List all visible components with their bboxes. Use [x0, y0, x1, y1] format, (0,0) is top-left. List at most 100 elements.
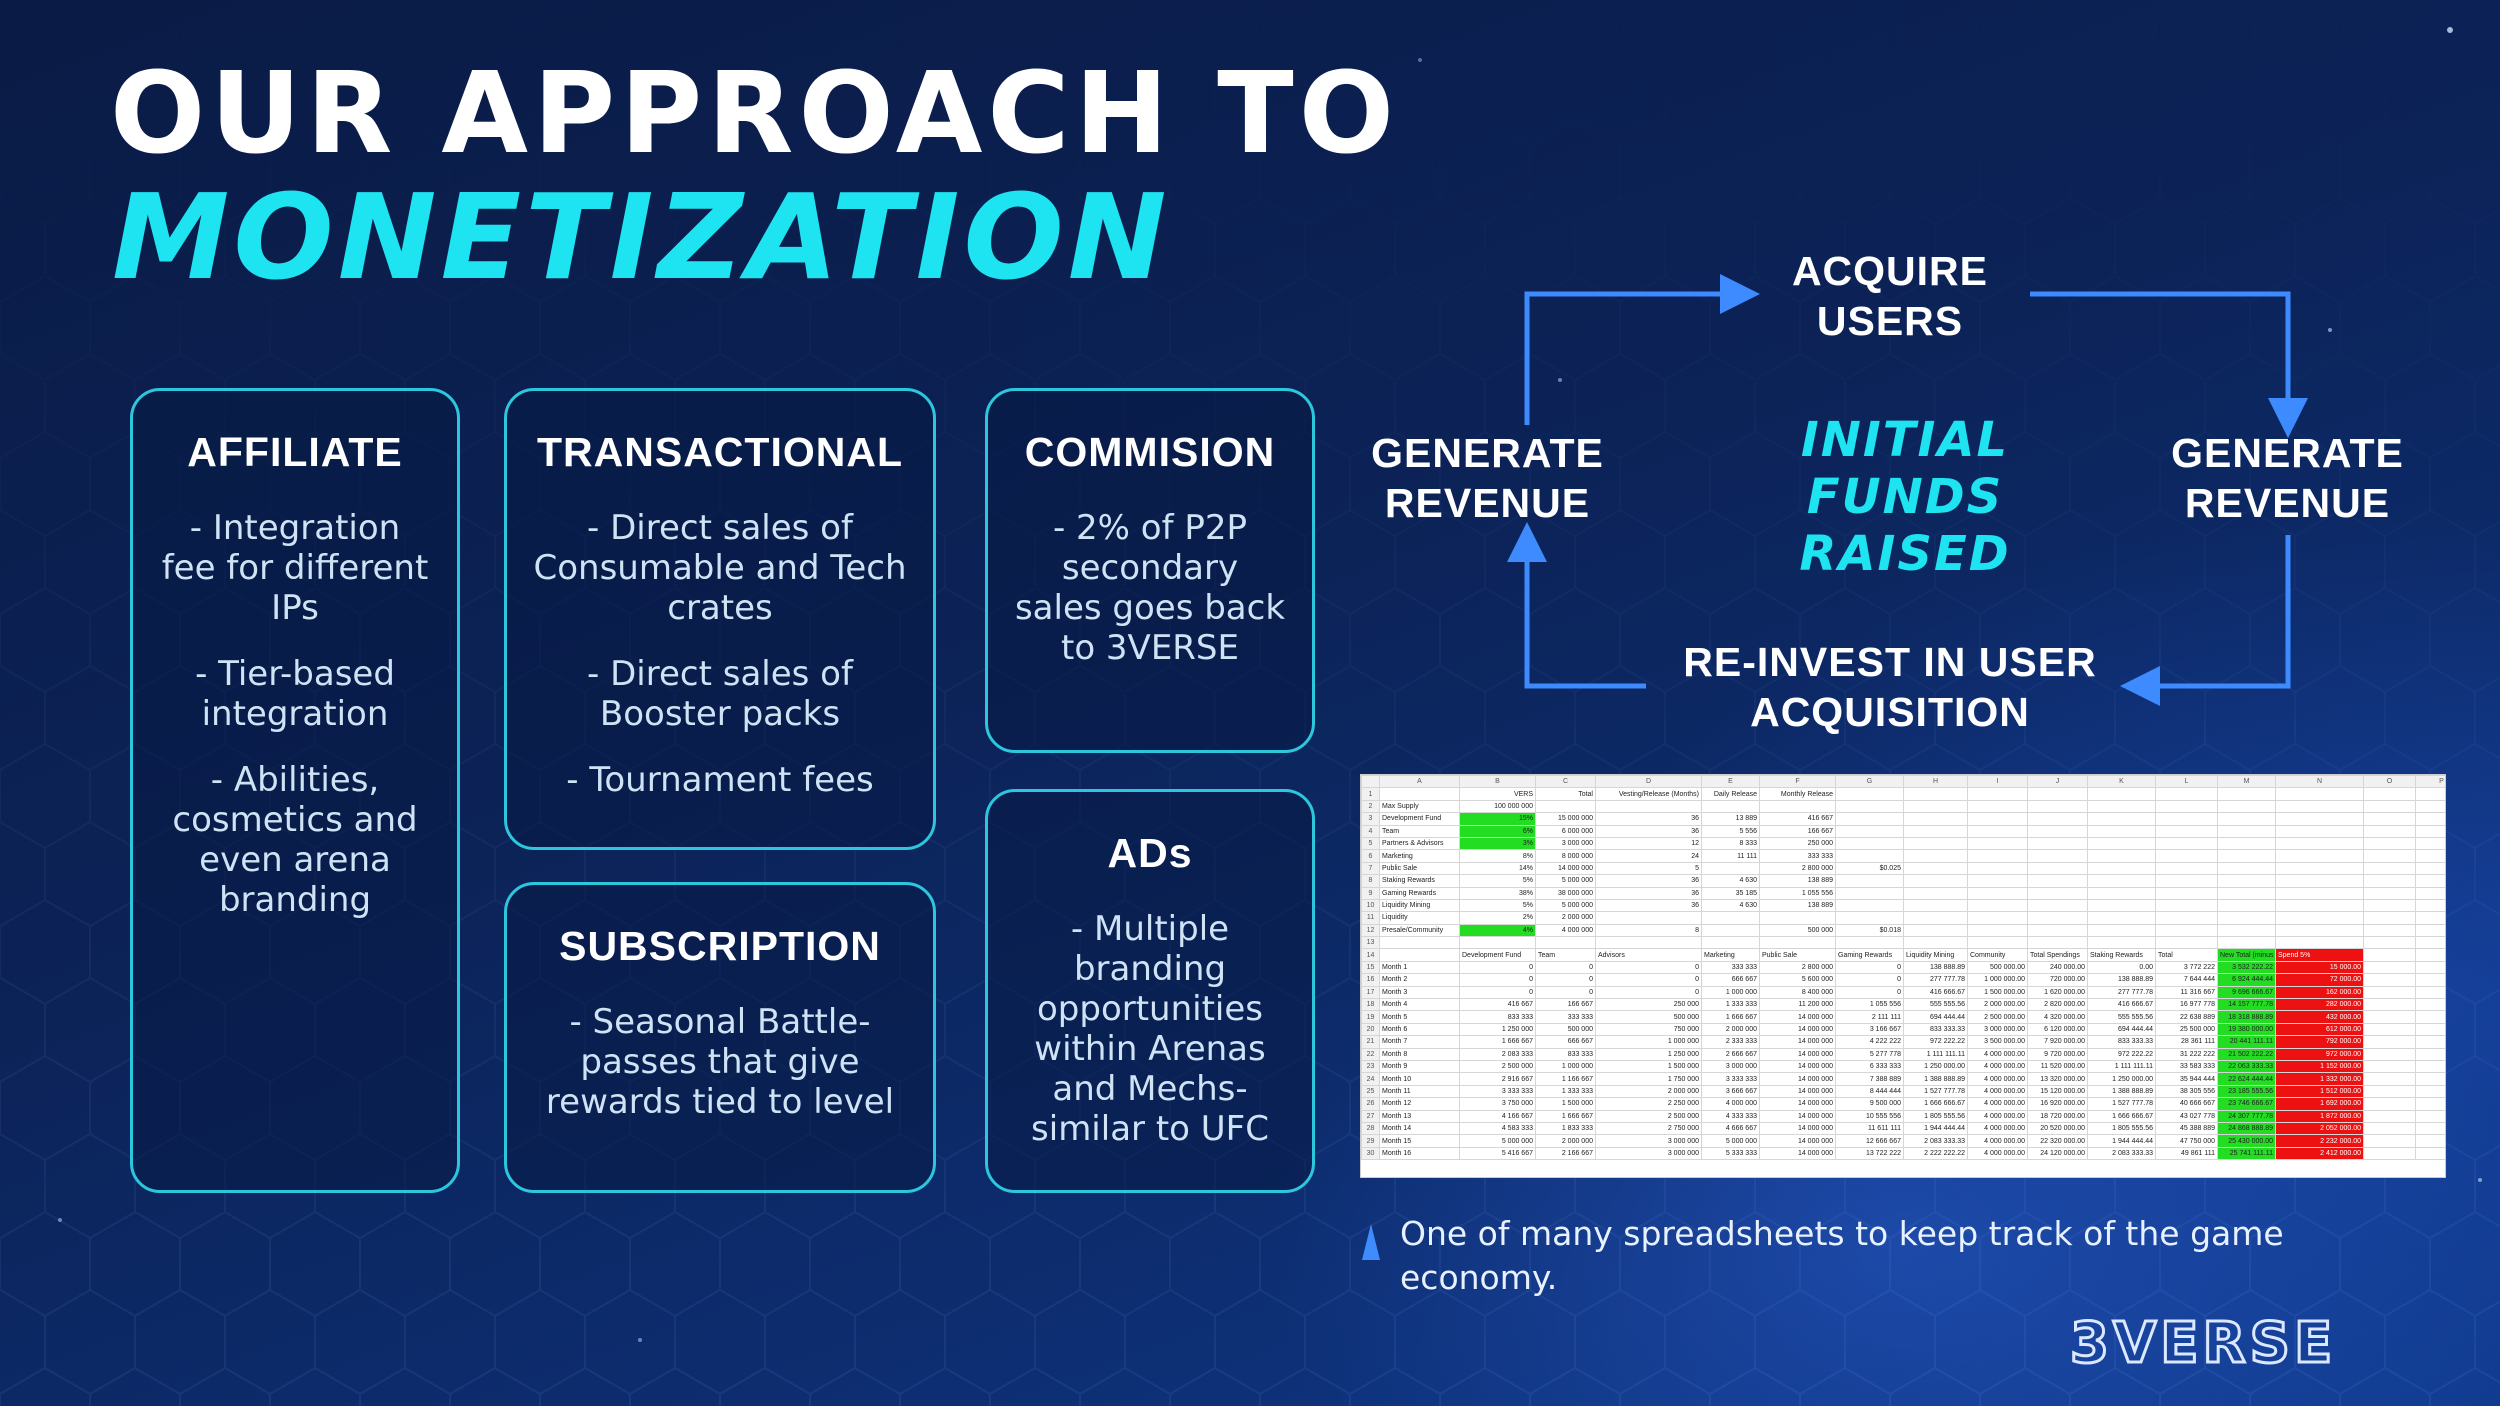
spreadsheet-cell: [2087, 861, 2156, 876]
spreadsheet-cell: [1967, 936, 2028, 950]
spreadsheet-cell: Month 5: [1379, 1010, 1460, 1024]
spreadsheet-cell: Liquidity Mining: [1903, 948, 1968, 962]
spreadsheet-cell: [2217, 799, 2276, 814]
spreadsheet-cell: 4 583 333: [1459, 1121, 1536, 1136]
spreadsheet-cell: [2217, 874, 2276, 888]
spreadsheet-cell: Month 8: [1379, 1047, 1460, 1062]
spreadsheet-cell: [1535, 936, 1596, 950]
flow-initial-funds: INITIAL FUNDS RAISED: [1799, 412, 2011, 582]
spreadsheet-cell: 1 805 555.56: [1903, 1109, 1968, 1123]
spreadsheet-cell: 1 250 000.00: [1903, 1059, 1968, 1074]
spreadsheet-cell: 833 333: [1459, 1010, 1536, 1024]
spreadsheet-cell: 18: [1361, 998, 1380, 1012]
spreadsheet-cell: 166 667: [1759, 824, 1836, 838]
spreadsheet-cell: Community: [1967, 948, 2028, 962]
spreadsheet-cell: [1379, 787, 1460, 801]
commision-card-title: COMMISION: [1024, 429, 1276, 475]
spreadsheet-cell: [1967, 787, 2028, 801]
spreadsheet-cell: 4 222 222: [1835, 1035, 1904, 1049]
spreadsheet-cell: [2363, 824, 2416, 838]
ads-card: ADs - Multiple branding opportunities wi…: [985, 789, 1315, 1193]
spreadsheet-cell: 3 333 333: [1459, 1084, 1536, 1099]
spreadsheet-cell: [2087, 898, 2156, 913]
spreadsheet-cell: Gaming Rewards: [1835, 948, 1904, 962]
spreadsheet-cell: 3 333 333: [1701, 1072, 1760, 1086]
spreadsheet-cell: [2217, 911, 2276, 925]
spreadsheet-cell: [2217, 936, 2276, 950]
spreadsheet-cell: 49 861 111: [2155, 1146, 2218, 1161]
spreadsheet-cell: 0: [1835, 960, 1904, 975]
spreadsheet-cell: 2 000 000: [1595, 1084, 1702, 1099]
spreadsheet-cell: 1 944 444.44: [1903, 1121, 1968, 1136]
spreadsheet-cell: [2155, 849, 2218, 863]
spreadsheet-cell: Month 4: [1379, 998, 1460, 1012]
spreadsheet-cell: 666 667: [1535, 1035, 1596, 1049]
flow-reinvest: RE-INVEST IN USER ACQUISITION: [1683, 639, 2097, 735]
spreadsheet-cell: [2217, 861, 2276, 876]
spreadsheet-cell: 15 000.00: [2275, 960, 2364, 975]
spreadsheet-cell: [2275, 849, 2364, 863]
spreadsheet-cell: 2 222 222.22: [1903, 1146, 1968, 1161]
subscription-card-title: SUBSCRIPTION: [559, 923, 881, 969]
spreadsheet-cell: 1 872 000.00: [2275, 1109, 2364, 1123]
spreadsheet-cell: 1 666 666.67: [1903, 1097, 1968, 1111]
spreadsheet-cell: [1835, 911, 1904, 925]
spreadsheet-cell: [1759, 936, 1836, 950]
spreadsheet-cell: [2027, 936, 2088, 950]
spreadsheet-cell: [1379, 936, 1460, 950]
spreadsheet-cell: 38 305 556: [2155, 1084, 2218, 1099]
spreadsheet-cell: [2415, 1146, 2445, 1161]
spreadsheet-cell: [2363, 886, 2416, 900]
spreadsheet-cell: [2363, 1072, 2416, 1086]
spreadsheet-cell: 27: [1361, 1109, 1380, 1123]
spreadsheet-cell: [2363, 1134, 2416, 1148]
spreadsheet-cell: 8 000 000: [1535, 849, 1596, 863]
spreadsheet-cell: [2415, 874, 2445, 888]
spreadsheet-cell: 15 120 000.00: [2027, 1084, 2088, 1099]
spreadsheet-cell: 13 889: [1701, 812, 1760, 826]
spreadsheet-cell: Max Supply: [1379, 799, 1460, 814]
spreadsheet-cell: [2363, 1035, 2416, 1049]
spreadsheet-cell: Month 3: [1379, 985, 1460, 1000]
spreadsheet-cell: 14 000 000: [1759, 1072, 1836, 1086]
spreadsheet-cell: 17: [1361, 985, 1380, 1000]
spreadsheet-cell: [1835, 824, 1904, 838]
spreadsheet-cell: [2027, 824, 2088, 838]
spreadsheet-cell: 11 200 000: [1759, 998, 1836, 1012]
spreadsheet-cell: [2363, 1121, 2416, 1136]
spreadsheet-cell: 0: [1535, 960, 1596, 975]
spreadsheet-cell: [1701, 799, 1760, 814]
spreadsheet-cell: 21: [1361, 1035, 1380, 1049]
spreadsheet-cell: Development Fund: [1379, 812, 1460, 826]
spreadsheet-cell: 4 166 667: [1459, 1109, 1536, 1123]
spreadsheet-cell: 2 000 000: [1701, 1022, 1760, 1037]
spreadsheet-cell: 19 380 000.00: [2217, 1022, 2276, 1037]
spreadsheet-cell: 5 333 333: [1701, 1146, 1760, 1161]
spreadsheet-cell: $0.025: [1835, 861, 1904, 876]
spreadsheet-cell: 14 000 000: [1759, 1084, 1836, 1099]
spreadsheet-cell: 250 000: [1759, 836, 1836, 851]
spreadsheet-cell: 18 318 888.89: [2217, 1010, 2276, 1024]
spreadsheet-cell: 8 444 444: [1835, 1084, 1904, 1099]
commision-item: - 2% of P2P secondary sales goes back to…: [1014, 508, 1286, 668]
spreadsheet-cell: 25 430 000.00: [2217, 1134, 2276, 1148]
spreadsheet-cell: 13 722 222: [1835, 1146, 1904, 1161]
spreadsheet-cell: [2155, 787, 2218, 801]
spreadsheet-cell: [2275, 824, 2364, 838]
spreadsheet-cell: 138 889: [1759, 898, 1836, 913]
spreadsheet-cell: 138 888.89: [1903, 960, 1968, 975]
spreadsheet-cell: 14 157 777.78: [2217, 998, 2276, 1012]
spreadsheet-cell: 2 916 667: [1459, 1072, 1536, 1086]
spreadsheet-cell: [2027, 886, 2088, 900]
spreadsheet-cell: [2415, 1084, 2445, 1099]
spreadsheet-cell: 11 316 667: [2155, 985, 2218, 1000]
spreadsheet-cell: 4 000 000.00: [1967, 1059, 2028, 1074]
spreadsheet-cell: [1595, 911, 1702, 925]
spreadsheet-cell: 2 820 000.00: [2027, 998, 2088, 1012]
